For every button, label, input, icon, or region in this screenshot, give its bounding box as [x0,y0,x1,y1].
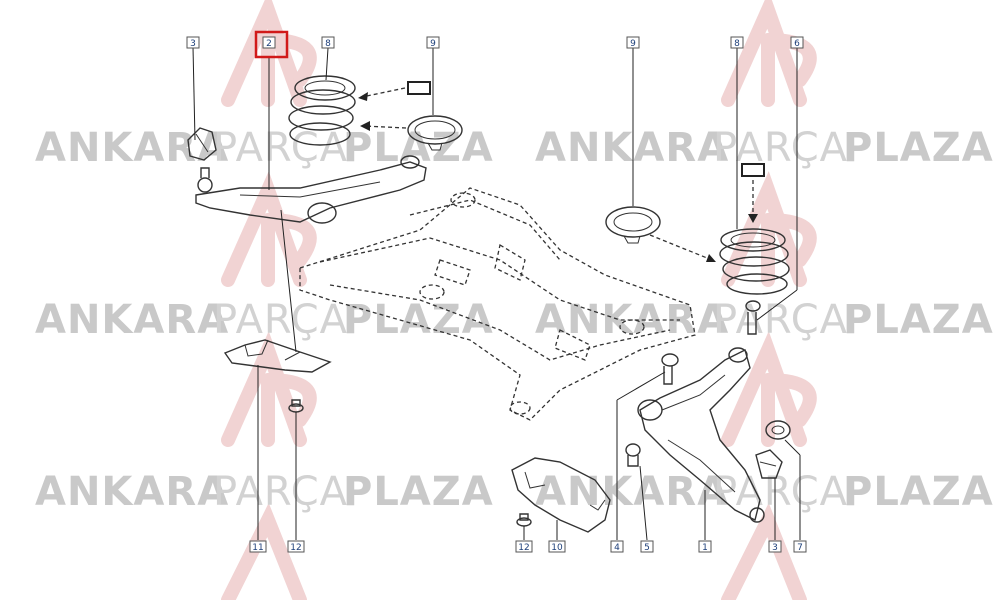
watermark-row-1: ANKARA PARÇA PLAZA ANKARA PARÇA PLAZA [35,125,994,171]
callout-10-bottom: 10 [548,540,566,553]
spring-tag-left [407,81,431,95]
callout-8-top-right: 8 [730,36,744,49]
bolt-6 [745,300,761,335]
bolt-12-right [516,513,532,527]
callout-label: 9 [430,39,436,49]
arrows-left [358,87,407,131]
callout-label: 3 [772,543,778,553]
watermark-word-parca: PARÇA [713,469,848,515]
underbody-shield-right [511,457,611,533]
callout-1-bottom: 1 [698,540,712,553]
callout-11-bottom: 11 [249,540,267,553]
coil-spring-left [288,75,356,146]
lower-arm-right [637,347,765,523]
callout-label: 12 [290,543,301,553]
callout-12-bottom-mid: 12 [515,540,533,553]
watermark-word-parca: PARÇA [213,125,348,171]
bushing-7 [765,420,791,440]
watermark-word-ankara: ANKARA [535,469,729,515]
lower-arm-left [195,155,427,224]
callout-label: 8 [325,39,331,49]
watermark-word-ankara: ANKARA [35,125,229,171]
callout-label: 3 [190,39,196,49]
watermark-word-ankara: ANKARA [35,297,229,343]
callout-label: 6 [794,39,800,49]
callout-9-top-left: 9 [426,36,440,49]
callout-3-bottom: 3 [768,540,782,553]
callout-label: 5 [644,543,650,553]
callout-2-top-highlighted: 2 [254,30,289,59]
watermark-word-parca: PARÇA [213,469,348,515]
callout-label: 10 [551,543,563,553]
leader-lines [192,46,801,541]
subframe-crossmember [299,187,696,421]
bolt-4 [661,353,679,385]
callout-label: 8 [734,39,740,49]
coil-spring-right [719,228,790,295]
watermark-word-plaza: PLAZA [343,297,494,343]
watermark-word-plaza: PLAZA [843,125,994,171]
callout-8-top-left: 8 [321,36,335,49]
callout-label: 7 [797,543,803,553]
spring-tag-right [741,163,765,223]
spring-insulator-left [407,115,463,151]
callout-label: 11 [252,543,263,553]
callout-label: 2 [266,39,272,49]
callout-7-bottom: 7 [793,540,807,553]
callout-label: 1 [702,543,708,553]
watermark-row-2: ANKARA PARÇA PLAZA ANKARA PARÇA PLAZA [35,297,994,343]
highlight-box [254,30,289,59]
watermark-row-3: ANKARA PARÇA PLAZA ANKARA PARÇA PLAZA [35,469,994,515]
watermark-word-parca: PARÇA [713,125,848,171]
callout-9-top-right: 9 [626,36,640,49]
watermark-word-plaza: PLAZA [843,469,994,515]
watermark-word-parca: PARÇA [213,297,348,343]
callout-label: 4 [614,543,620,553]
watermark-word-plaza: PLAZA [343,125,494,171]
callout-label: 12 [518,543,529,553]
stabilizer-link-left [187,127,217,161]
callout-6-top-right: 6 [790,36,804,49]
watermark-word-parca: PARÇA [713,297,848,343]
spring-insulator-right [605,206,661,244]
nut-5 [625,443,641,467]
stabilizer-link-right [755,449,783,479]
underbody-shield-left [223,339,332,373]
callout-3-top: 3 [186,36,200,49]
watermark-word-ankara: ANKARA [35,469,229,515]
watermark-word-ankara: ANKARA [535,125,729,171]
callout-5-bottom: 5 [640,540,654,553]
callout-label: 9 [630,39,636,49]
callout-12-bottom-left: 12 [287,540,305,553]
arrow-right-insulator [649,234,716,262]
watermark-word-plaza: PLAZA [843,297,994,343]
watermark-word-plaza: PLAZA [343,469,494,515]
callout-4-bottom: 4 [610,540,624,553]
